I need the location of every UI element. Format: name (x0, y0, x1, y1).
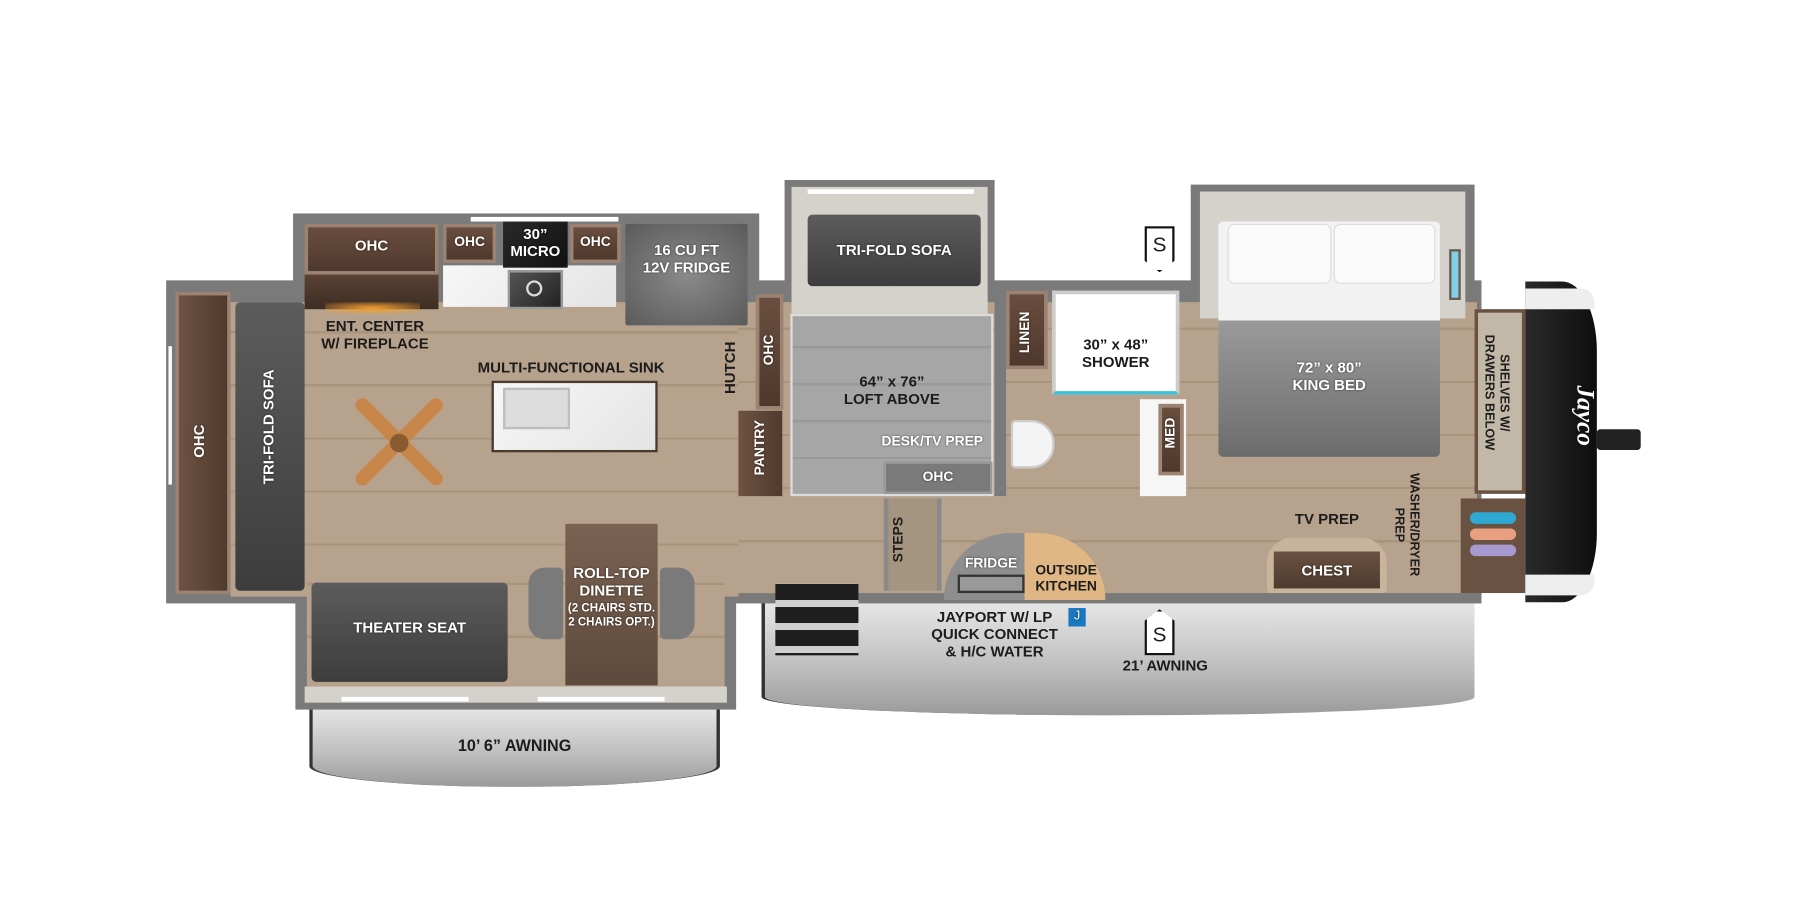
roll-top-dinette (565, 523, 658, 686)
dinette-note: (2 CHAIRS STD. 2 CHAIRS OPT.) (567, 602, 656, 629)
stabilizer-bottom-label: S (1152, 623, 1167, 647)
chest-label: CHEST (1301, 561, 1353, 580)
desk-ohc-cabinet (883, 461, 993, 494)
pantry-label: PANTRY (751, 419, 768, 476)
outside-fridge-label: FRIDGE (964, 554, 1018, 572)
theater-seat (311, 582, 508, 682)
outside-fridge (957, 574, 1025, 594)
shelves-cabinet (1474, 309, 1526, 494)
kitchen-window (470, 216, 619, 222)
mid-sofa-label: TRI-FOLD SOFA (836, 241, 952, 259)
rear-ohc-label: OHC (190, 424, 208, 458)
ohc-small-left-label: OHC (454, 233, 485, 250)
microwave-label: 30” MICRO (510, 224, 561, 260)
bed-label: 72” x 80” KING BED (1292, 358, 1366, 394)
ceiling-fan-icon (346, 390, 450, 494)
linen-cabinet (1006, 290, 1048, 370)
hutch-ohc-cabinet (755, 294, 784, 410)
shower-label: 30” x 48” SHOWER (1081, 335, 1150, 371)
pillow-left (1227, 223, 1332, 284)
rear-sofa-label: TRI-FOLD SOFA (259, 369, 277, 485)
ohc-cabinet-small-right (569, 223, 621, 264)
fridge-12v (625, 223, 748, 326)
shelves-label: SHELVES W/ DRAWERS BELOW (1482, 334, 1511, 451)
linen-label: LINEN (1016, 311, 1033, 354)
front-cap-stripe-bottom (1525, 574, 1595, 596)
pantry-cabinet (738, 410, 783, 497)
jayco-logo: Jayco (1571, 385, 1601, 446)
rear-awning-label: 10’ 6” AWNING (457, 736, 572, 755)
dinette-chair (528, 567, 564, 640)
bath-wall-left (994, 283, 1007, 497)
mid-tri-fold-sofa (807, 214, 981, 287)
rear-window (168, 346, 172, 485)
tv-prep-label: TV PREP (1294, 509, 1359, 528)
rear-slide-window-1 (341, 696, 469, 702)
ohc-cabinet-large (304, 223, 439, 275)
chest-drawer (1273, 551, 1380, 589)
fireplace-glow (325, 302, 420, 314)
microwave (503, 219, 568, 268)
ohc-cabinet-small-left (443, 223, 497, 264)
front-cap (1525, 281, 1597, 603)
rear-awning (309, 706, 720, 787)
pillow-right (1333, 223, 1436, 284)
dinette-chair-right (659, 567, 695, 640)
sink-basin (503, 387, 570, 430)
rear-ohc-cabinet (175, 291, 231, 595)
outside-kitchen-label: OUTSIDE KITCHEN (1035, 561, 1097, 594)
hitch-pin (1596, 429, 1641, 450)
steps (883, 498, 942, 591)
hanger-1-icon (1469, 512, 1517, 524)
jayport-badge-letter: J (1073, 609, 1081, 624)
loft-label: 64” x 76” LOFT ABOVE (843, 372, 940, 408)
rear-tri-fold-sofa (235, 302, 305, 591)
washer-dryer-label: WASHER/DRYER PREP (1392, 473, 1421, 577)
main-awning-label: 21’ AWNING (1122, 656, 1208, 674)
med-cabinet (1158, 403, 1184, 476)
med-label: MED (1161, 417, 1179, 449)
shower (1052, 290, 1180, 395)
jayport-label: JAYPORT W/ LP QUICK CONNECT & H/C WATER (931, 608, 1058, 660)
rear-slide-window-2 (537, 696, 665, 702)
hutch-label: HUTCH (721, 341, 739, 395)
ohc-small-right-label: OHC (579, 233, 611, 250)
ent-center-label: ENT. CENTER W/ FIREPLACE (321, 317, 429, 352)
burner-icon (526, 280, 543, 297)
jayport-badge (1068, 608, 1086, 627)
hanger-3-icon (1469, 544, 1517, 557)
fridge-label: 16 CU FT 12V FRIDGE (642, 241, 731, 276)
stabilizer-top-label: S (1152, 233, 1167, 257)
toilet (1010, 419, 1055, 469)
entry-steps (775, 583, 859, 656)
steps-label: STEPS (889, 516, 906, 563)
hanger-2-icon (1469, 528, 1517, 540)
hutch-ohc-label: OHC (760, 334, 777, 366)
mid-slide-window (807, 189, 974, 194)
bed-slide-window (1449, 249, 1461, 300)
main-awning (761, 599, 1475, 716)
desk-ohc-label: OHC (922, 468, 954, 485)
theater-seat-label: THEATER SEAT (353, 618, 466, 636)
ohc-large-label: OHC (354, 236, 389, 254)
dinette-label: ROLL-TOP DINETTE (573, 564, 650, 599)
desk-label: DESK/TV PREP (881, 432, 984, 449)
front-cap-stripe (1525, 288, 1595, 310)
sink-label: MULTI-FUNCTIONAL SINK (477, 358, 665, 377)
